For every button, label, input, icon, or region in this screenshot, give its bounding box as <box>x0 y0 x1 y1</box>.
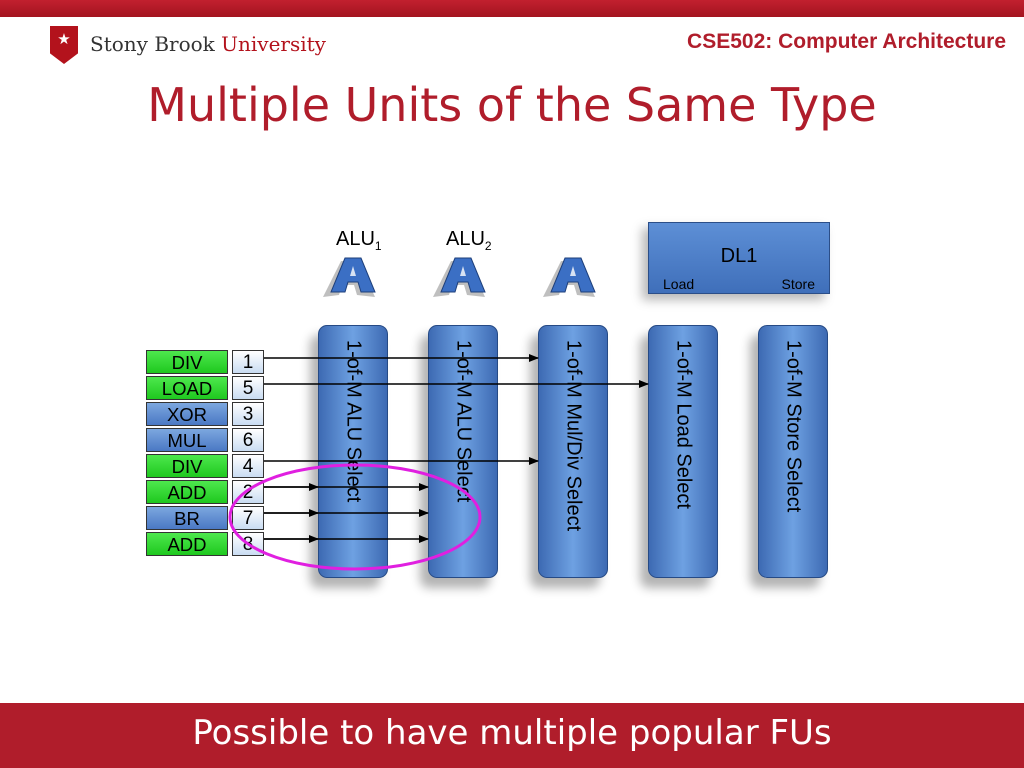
alu-label-2-sub: 2 <box>484 239 492 253</box>
dl1-store-label: Store <box>781 276 815 292</box>
logo-text-main: Stony Brook <box>90 32 215 56</box>
dl1-cache-box: DL1 Load Store <box>648 222 830 294</box>
course-title: CSE502: Computer Architecture <box>687 30 1006 53</box>
queue-op: DIV <box>146 454 228 478</box>
queue-index: 1 <box>232 350 264 374</box>
queue-op: ADD <box>146 480 228 504</box>
queue-op: BR <box>146 506 228 530</box>
alu-icon <box>323 257 376 297</box>
dl1-load-label: Load <box>663 276 695 292</box>
muldiv-select: 1-of-M Mul/Div Select <box>538 325 608 578</box>
queue-index: 5 <box>232 376 264 400</box>
muldiv-unit-icon <box>543 257 596 297</box>
select-label: 1-of-M Store Select <box>782 340 805 513</box>
alu1-select: 1-of-M ALU Select <box>318 325 388 578</box>
footer-bar: Possible to have multiple popular FUs <box>0 703 1024 768</box>
queue-index: 3 <box>232 402 264 426</box>
alu-label-1: ALU1 <box>336 228 382 253</box>
footer-text: Possible to have multiple popular FUs <box>192 713 832 753</box>
queue-op: LOAD <box>146 376 228 400</box>
alu-label-2: ALU2 <box>446 228 492 253</box>
queue-index: 6 <box>232 428 264 452</box>
select-label: 1-of-M Mul/Div Select <box>562 340 585 532</box>
logo-star: ★ <box>57 30 71 48</box>
queue-op: XOR <box>146 402 228 426</box>
select-label: 1-of-M Load Select <box>672 340 695 509</box>
university-logo: ★ Stony Brook University <box>50 26 340 66</box>
store-select: 1-of-M Store Select <box>758 325 828 578</box>
alu-label-1-sub: 1 <box>374 239 382 253</box>
queue-op: DIV <box>146 350 228 374</box>
highlight-ellipse <box>228 463 482 571</box>
queue-op: ADD <box>146 532 228 556</box>
alu2-select: 1-of-M ALU Select <box>428 325 498 578</box>
load-select: 1-of-M Load Select <box>648 325 718 578</box>
logo-text: Stony Brook University <box>90 32 326 56</box>
alu-label-2-base: ALU <box>446 228 485 250</box>
top-bar <box>0 0 1024 17</box>
queue-op: MUL <box>146 428 228 452</box>
logo-text-accent: University <box>221 32 326 56</box>
queue-index: 4 <box>232 454 264 478</box>
alu-icon <box>433 257 486 297</box>
slide-title: Multiple Units of the Same Type <box>147 78 877 132</box>
dl1-title: DL1 <box>720 245 758 267</box>
alu-label-1-base: ALU <box>336 228 375 250</box>
queue-index: 7 <box>232 506 264 530</box>
